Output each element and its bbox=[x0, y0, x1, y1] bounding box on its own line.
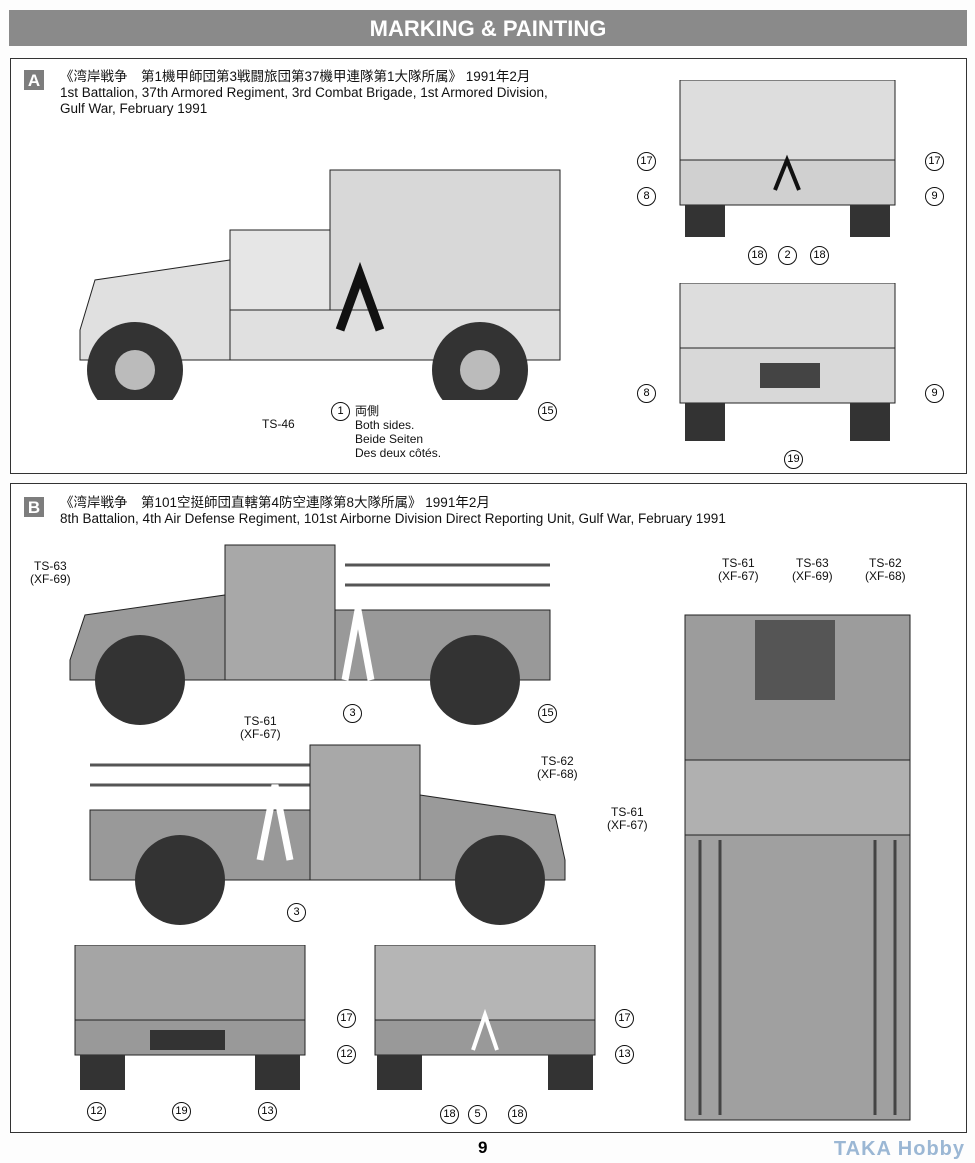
scheme-a-front-view bbox=[679, 283, 896, 441]
note-de: Beide Seiten bbox=[355, 432, 424, 446]
callout-17: 17 bbox=[637, 152, 656, 171]
callout-3: 3 bbox=[287, 903, 306, 922]
paint-code: TS-61 bbox=[610, 805, 644, 819]
paint-xf: (XF-68) bbox=[865, 569, 906, 583]
paint-code: TS-63 bbox=[33, 559, 67, 573]
scheme-a-title-en1: 1st Battalion, 37th Armored Regiment, 3r… bbox=[60, 85, 548, 100]
scheme-b-right-side-view bbox=[89, 744, 566, 925]
callout-17: 17 bbox=[925, 152, 944, 171]
callout-3: 3 bbox=[343, 704, 362, 723]
watermark: TAKA Hobby bbox=[833, 1138, 965, 1160]
callout-17: 17 bbox=[337, 1009, 356, 1028]
callout-9: 9 bbox=[925, 384, 944, 403]
callout-18: 18 bbox=[440, 1105, 459, 1124]
scheme-b-front-view bbox=[74, 945, 306, 1090]
callout-2: 2 bbox=[778, 246, 797, 265]
paint-code: TS-61 bbox=[721, 556, 755, 570]
scheme-a-title: 《湾岸戦争 第1機甲師団第3戦闘旅団第37機甲連隊第1大隊所属》 1991年2月… bbox=[60, 69, 548, 117]
paint-xf: (XF-67) bbox=[240, 727, 281, 741]
paint-code: TS-63 bbox=[795, 556, 829, 570]
paint-ts61-door: TS-61(XF-67) bbox=[240, 715, 281, 741]
paint-xf: (XF-68) bbox=[537, 767, 578, 781]
scheme-a-badge: A bbox=[24, 70, 44, 90]
note-fr: Des deux côtés. bbox=[355, 446, 442, 460]
callout-15: 15 bbox=[538, 402, 557, 421]
callout-17: 17 bbox=[615, 1009, 634, 1028]
both-sides-note: 両側 Both sides. Beide Seiten Des deux côt… bbox=[355, 404, 441, 460]
callout-5: 5 bbox=[468, 1105, 487, 1124]
callout-18: 18 bbox=[748, 246, 767, 265]
scheme-b-top-view bbox=[684, 614, 911, 1121]
callout-12: 12 bbox=[87, 1102, 106, 1121]
callout-12: 12 bbox=[337, 1045, 356, 1064]
paint-ts62-top: TS-62(XF-68) bbox=[865, 557, 906, 583]
paint-xf: (XF-69) bbox=[792, 569, 833, 583]
note-en: Both sides. bbox=[355, 418, 415, 432]
paint-ts46: TS-46 bbox=[262, 417, 295, 431]
paint-ts62-hood: TS-62(XF-68) bbox=[537, 755, 578, 781]
callout-8: 8 bbox=[637, 384, 656, 403]
paint-ts61-top: TS-61(XF-67) bbox=[718, 557, 759, 583]
scheme-b-title: 《湾岸戦争 第101空挺師団直轄第4防空連隊第8大隊所属》 1991年2月 8t… bbox=[60, 495, 726, 527]
scheme-a-title-jp: 《湾岸戦争 第1機甲師団第3戦闘旅団第37機甲連隊第1大隊所属》 1991年2月 bbox=[60, 69, 531, 84]
scheme-b-title-jp: 《湾岸戦争 第101空挺師団直轄第4防空連隊第8大隊所属》 1991年2月 bbox=[60, 495, 490, 510]
callout-18: 18 bbox=[810, 246, 829, 265]
paint-xf: (XF-67) bbox=[607, 818, 648, 832]
note-jp: 両側 bbox=[355, 404, 380, 418]
callout-18: 18 bbox=[508, 1105, 527, 1124]
callout-15: 15 bbox=[538, 704, 557, 723]
scheme-b-title-en: 8th Battalion, 4th Air Defense Regiment,… bbox=[60, 511, 726, 526]
callout-13: 13 bbox=[615, 1045, 634, 1064]
paint-xf: (XF-67) bbox=[718, 569, 759, 583]
section-banner: MARKING & PAINTING bbox=[9, 10, 967, 46]
paint-ts63-top: TS-63(XF-69) bbox=[792, 557, 833, 583]
callout-9: 9 bbox=[925, 187, 944, 206]
callout-1: 1 bbox=[331, 402, 350, 421]
paint-code: TS-61 bbox=[243, 714, 277, 728]
paint-ts61-side: TS-61(XF-67) bbox=[607, 806, 648, 832]
callout-19: 19 bbox=[784, 450, 803, 469]
paint-xf: (XF-69) bbox=[30, 572, 71, 586]
scheme-b-badge: B bbox=[24, 497, 44, 517]
callout-19: 19 bbox=[172, 1102, 191, 1121]
paint-ts63-left: TS-63(XF-69) bbox=[30, 560, 71, 586]
paint-code: TS-62 bbox=[540, 754, 574, 768]
scheme-a-title-en2: Gulf War, February 1991 bbox=[60, 101, 208, 116]
callout-13: 13 bbox=[258, 1102, 277, 1121]
scheme-a-side-view bbox=[79, 169, 561, 400]
scheme-b-left-side-view bbox=[69, 544, 551, 725]
scheme-a-rear-view bbox=[679, 80, 896, 237]
scheme-b-rear-view bbox=[374, 945, 596, 1090]
page-number: 9 bbox=[478, 1138, 488, 1157]
paint-code: TS-62 bbox=[868, 556, 902, 570]
callout-8: 8 bbox=[637, 187, 656, 206]
